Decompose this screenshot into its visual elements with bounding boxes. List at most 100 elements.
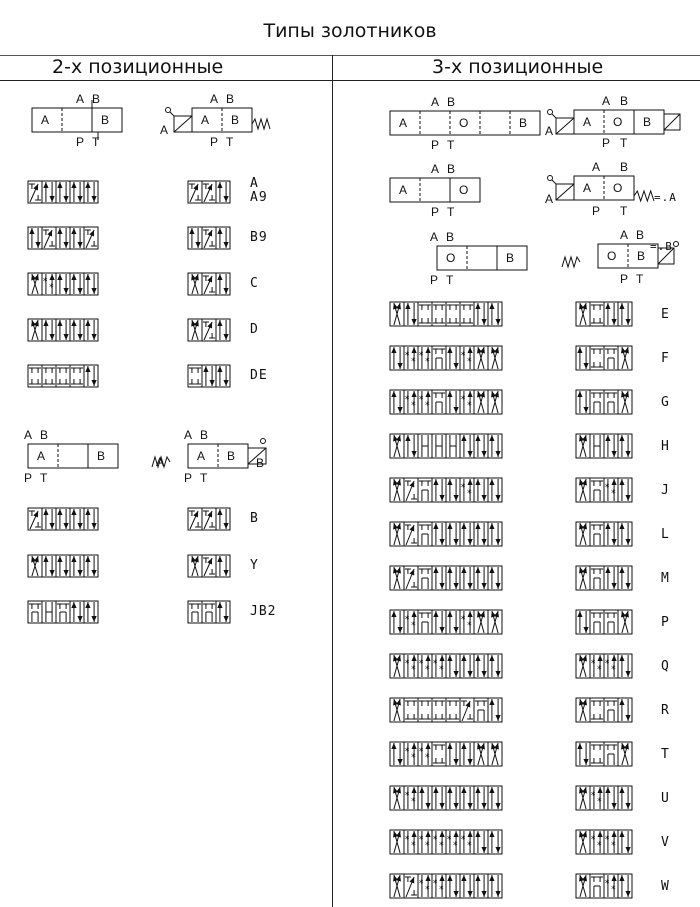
- arrow-head: [71, 274, 77, 280]
- arrow-head: [47, 230, 53, 237]
- blocked-port-mark: [439, 714, 446, 720]
- strip-2pos-b-left-0: [27, 507, 99, 531]
- port-label-b: B: [446, 230, 455, 244]
- blocked-port-mark: [202, 183, 209, 189]
- strip-3pos-right-8: ****: [575, 653, 633, 679]
- arrow-head: [489, 435, 495, 441]
- port-label-a: A: [431, 162, 440, 176]
- arrow-head: [477, 611, 483, 618]
- arrow-head: [619, 303, 625, 309]
- arrow-head: [461, 743, 467, 749]
- blocked-port-mark: [404, 568, 411, 574]
- strip-3pos-left-4: **: [389, 477, 503, 503]
- blocked-port-mark: [604, 612, 611, 618]
- position-label-o: O: [446, 251, 456, 265]
- port-label-t-3c: T: [620, 204, 628, 218]
- arrow-head: [447, 655, 453, 661]
- strip-2pos-a-left-3: [27, 318, 99, 342]
- arrow-head: [391, 611, 397, 617]
- blocked-port-mark: [590, 758, 597, 764]
- blocked-port-mark: [202, 275, 209, 281]
- arrow-head: [195, 242, 201, 248]
- blocked-port-mark: [439, 304, 446, 310]
- arrow-head: [77, 523, 83, 529]
- solenoid-diagonal: [555, 183, 575, 201]
- blocked-port-mark: [590, 318, 597, 324]
- blocked-port-mark: [195, 522, 202, 528]
- spool-code-3pos-10: T: [661, 747, 670, 762]
- solenoid-left: [165, 107, 193, 133]
- arrow-head: [63, 334, 69, 340]
- port-label-b-3c: B: [620, 160, 629, 174]
- arrow-head: [393, 435, 399, 442]
- strip-3pos-right-10: [575, 741, 633, 767]
- strip-3pos-right-7: [575, 609, 633, 635]
- strip-3pos-right-0: [575, 301, 633, 327]
- arrow-head: [49, 570, 55, 576]
- blocked-port-mark: [188, 510, 195, 516]
- blocked-port-mark: [425, 700, 432, 706]
- arrow-head: [489, 875, 495, 881]
- blocked-port-mark: [418, 480, 425, 486]
- arrow-head: [191, 556, 197, 563]
- blocked-port-mark: [604, 744, 611, 750]
- strip-2pos-a-left-1: [27, 226, 99, 250]
- arrow-head: [495, 891, 501, 897]
- blocked-port-mark: [404, 876, 411, 882]
- arrow-head: [43, 182, 49, 188]
- spring-left-3c: [561, 255, 581, 269]
- arrow-head: [447, 875, 453, 881]
- arrow-head: [411, 319, 417, 325]
- blocked-port-mark: [195, 195, 202, 201]
- blocked-port-mark: [432, 318, 439, 324]
- blocked-port-mark: [604, 700, 611, 706]
- position-label-b: B: [97, 449, 106, 463]
- position-label-a: A: [41, 113, 50, 127]
- arrow-head: [597, 831, 603, 837]
- blocked-port-mark: [188, 379, 195, 385]
- strip-3pos-right-5: [575, 521, 633, 547]
- strip-2pos-a-right-1: [187, 226, 231, 250]
- arrow-head: [481, 495, 487, 501]
- port-label-t: T: [200, 471, 208, 485]
- arrow-head: [405, 435, 411, 441]
- arrow-head: [409, 525, 415, 532]
- arrow-head: [209, 380, 215, 386]
- arrow-head: [491, 743, 497, 750]
- blocked-port-mark: [611, 612, 618, 618]
- arrow-head: [611, 803, 617, 809]
- column-divider: [332, 55, 333, 907]
- valve-body: [389, 110, 541, 136]
- port-label-a: A: [210, 92, 219, 106]
- blocked-port-mark: [209, 195, 216, 201]
- arrow-head: [579, 831, 585, 838]
- arrow-head: [91, 334, 97, 340]
- blocked-port-mark: [446, 700, 453, 706]
- solenoid-terminal: [547, 109, 553, 115]
- arrow-head: [481, 803, 487, 809]
- strip-2pos-a-right-0: [187, 180, 231, 204]
- arrow-head: [425, 875, 431, 881]
- arrow-head: [467, 891, 473, 897]
- arrow-head: [49, 274, 55, 280]
- arrow-head: [57, 509, 63, 515]
- blocked-port-mark: [439, 700, 446, 706]
- strip-2pos-a-right-2: [187, 272, 231, 296]
- arrow-head: [411, 831, 417, 837]
- arrow-head: [223, 380, 229, 386]
- symbol-3pos-half: [389, 177, 481, 203]
- arrow-head: [193, 184, 199, 191]
- arrow-head: [77, 196, 83, 202]
- arrow-head: [393, 787, 399, 794]
- arrow-head: [453, 407, 459, 413]
- port-label-p: P: [184, 471, 193, 485]
- blocked-port-mark: [460, 700, 467, 706]
- solenoid-diagonal: [247, 447, 267, 465]
- arrow-head: [71, 228, 77, 234]
- spool-code-3pos-13: W: [661, 879, 670, 894]
- spool-code-b-0: B: [250, 511, 259, 526]
- arrow-head: [619, 831, 625, 837]
- strip-3pos-left-9: [389, 697, 503, 723]
- blocked-port-mark: [597, 758, 604, 764]
